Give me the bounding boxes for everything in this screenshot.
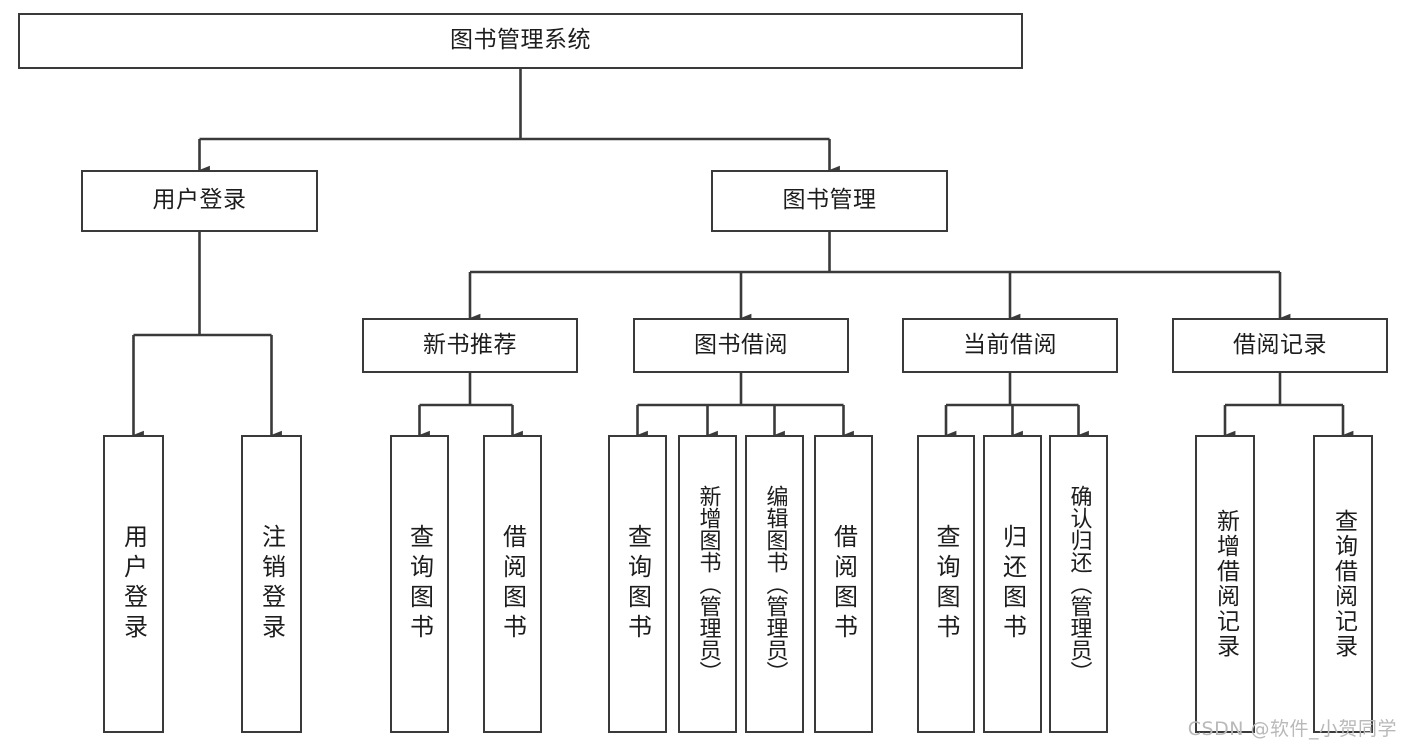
node-label-current-borrow: 当前借阅 [963,331,1057,358]
node-label-leaf-borrow-book-1: 借阅图书 [498,524,527,644]
node-leaf-edit-book[interactable]: 编辑图书（管理员） [745,435,804,733]
node-label-root: 图书管理系统 [450,27,591,54]
node-label-leaf-query-record: 查询借阅记录 [1330,509,1357,659]
node-label-leaf-borrow-book-2: 借阅图书 [829,524,858,644]
node-label-new-book-rec: 新书推荐 [423,331,517,358]
node-book-borrow[interactable]: 图书借阅 [633,318,849,373]
node-label-user-login: 用户登录 [152,187,247,214]
node-borrow-record[interactable]: 借阅记录 [1172,318,1388,373]
node-leaf-query-record[interactable]: 查询借阅记录 [1313,435,1373,733]
node-label-leaf-query-book-3: 查询图书 [932,524,960,644]
node-label-book-admin: 图书管理 [782,187,877,214]
node-leaf-return-book[interactable]: 归还图书 [983,435,1042,733]
node-leaf-query-book-2[interactable]: 查询图书 [608,435,667,733]
node-label-book-borrow: 图书借阅 [694,331,788,358]
node-current-borrow[interactable]: 当前借阅 [902,318,1118,373]
node-label-leaf-return-book: 归还图书 [998,524,1027,644]
node-leaf-user-login[interactable]: 用户登录 [103,435,164,733]
node-leaf-confirm-return[interactable]: 确认归还（管理员） [1049,435,1108,733]
node-new-book-rec[interactable]: 新书推荐 [362,318,578,373]
node-user-login[interactable]: 用户登录 [81,170,318,232]
node-label-leaf-confirm-return: 确认归还（管理员） [1066,485,1092,683]
node-leaf-borrow-book-2[interactable]: 借阅图书 [814,435,873,733]
node-leaf-query-book-1[interactable]: 查询图书 [390,435,449,733]
node-leaf-add-record[interactable]: 新增借阅记录 [1195,435,1255,733]
node-leaf-add-book[interactable]: 新增图书（管理员） [678,435,737,733]
node-leaf-logout[interactable]: 注销登录 [241,435,302,733]
node-label-leaf-user-login: 用户登录 [119,524,148,644]
node-label-leaf-add-book: 新增图书（管理员） [695,485,721,683]
node-root[interactable]: 图书管理系统 [18,13,1023,69]
node-leaf-borrow-book-1[interactable]: 借阅图书 [483,435,542,733]
node-book-admin[interactable]: 图书管理 [711,170,948,232]
node-label-borrow-record: 借阅记录 [1233,331,1327,358]
node-leaf-query-book-3[interactable]: 查询图书 [917,435,975,733]
node-label-leaf-logout: 注销登录 [257,524,286,644]
node-label-leaf-edit-book: 编辑图书（管理员） [762,485,788,683]
node-label-leaf-add-record: 新增借阅记录 [1212,509,1239,659]
node-label-leaf-query-book-1: 查询图书 [405,524,434,644]
node-label-leaf-query-book-2: 查询图书 [623,524,652,644]
